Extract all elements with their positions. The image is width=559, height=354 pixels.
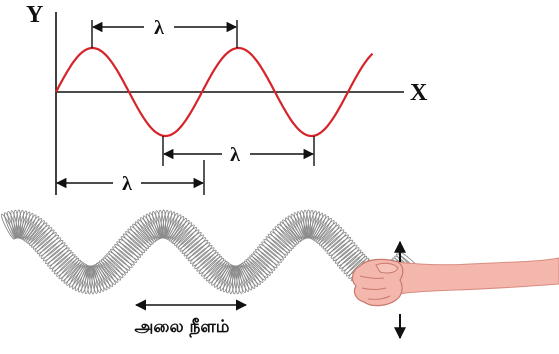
lambda-label: λ — [122, 173, 132, 195]
y-axis-label: Y — [26, 2, 43, 28]
x-axis-label: X — [410, 80, 428, 106]
wavelength-reference-lines — [92, 20, 314, 195]
thumb — [376, 263, 398, 273]
wavelength-marker-top: λ — [93, 17, 236, 39]
axes: Y X — [26, 2, 428, 195]
spring-wavelength-marker: அலை நீளம் — [135, 305, 246, 337]
spring-wavelength-caption: அலை நீளம் — [135, 317, 230, 337]
wavelength-marker-bottom: λ — [57, 173, 203, 195]
lambda-label: λ — [230, 144, 240, 166]
lambda-label: λ — [154, 17, 164, 39]
hand-arm — [353, 258, 559, 306]
arm — [388, 258, 559, 296]
wavelength-marker-middle: λ — [164, 144, 313, 166]
